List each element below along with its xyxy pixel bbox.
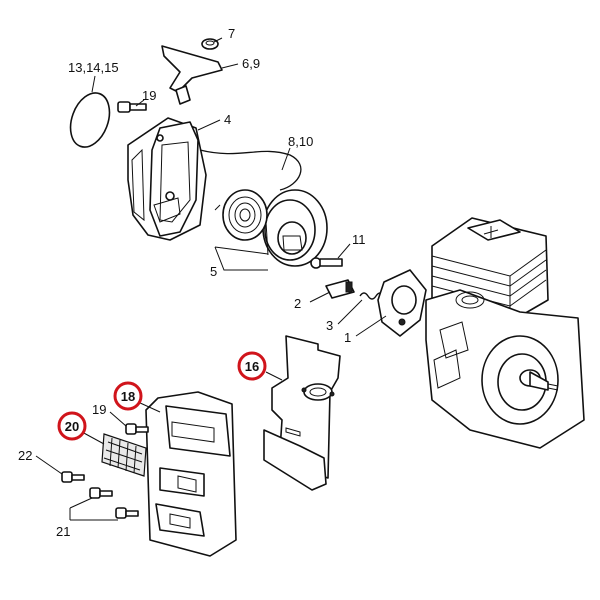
starter-grip bbox=[161, 45, 223, 105]
screw-22 bbox=[61, 471, 85, 483]
callout-16: 16 bbox=[237, 351, 267, 381]
callout-20: 20 bbox=[57, 411, 87, 441]
screw-top bbox=[117, 101, 147, 113]
label-19-top: 19 bbox=[142, 88, 156, 103]
label-6-9: 6,9 bbox=[242, 56, 260, 71]
label-13-14-15: 13,14,15 bbox=[68, 60, 119, 75]
screw-21-a bbox=[89, 487, 113, 499]
label-2: 2 bbox=[294, 296, 301, 311]
label-4: 4 bbox=[224, 112, 231, 127]
callout-18: 18 bbox=[113, 381, 143, 411]
o-ring bbox=[69, 92, 111, 148]
grip-insert bbox=[201, 38, 219, 50]
label-3: 3 bbox=[326, 318, 333, 333]
engine-block bbox=[425, 217, 585, 449]
rope-rotor bbox=[262, 189, 328, 267]
label-16: 16 bbox=[245, 359, 259, 374]
label-5: 5 bbox=[210, 264, 217, 279]
starter-housing bbox=[127, 117, 207, 241]
label-22: 22 bbox=[18, 448, 32, 463]
label-7: 7 bbox=[228, 26, 235, 41]
label-19-lower: 19 bbox=[92, 402, 106, 417]
spark-arrest-screen bbox=[101, 433, 147, 477]
starter-rope bbox=[199, 149, 302, 191]
label-8-10: 8,10 bbox=[288, 134, 313, 149]
muffler bbox=[145, 391, 237, 557]
label-18: 18 bbox=[121, 389, 135, 404]
label-21: 21 bbox=[56, 524, 70, 539]
heat-shield bbox=[263, 335, 341, 491]
screw-19-lower bbox=[125, 423, 149, 435]
leader-lines bbox=[35, 37, 387, 521]
screw-21-b bbox=[115, 507, 139, 519]
screw-11 bbox=[310, 257, 343, 269]
rewind-spring bbox=[214, 189, 268, 241]
label-1: 1 bbox=[344, 330, 351, 345]
label-11: 11 bbox=[352, 232, 366, 247]
pawl-pin bbox=[325, 279, 355, 299]
pawl-carrier bbox=[377, 269, 427, 337]
label-20: 20 bbox=[65, 419, 79, 434]
